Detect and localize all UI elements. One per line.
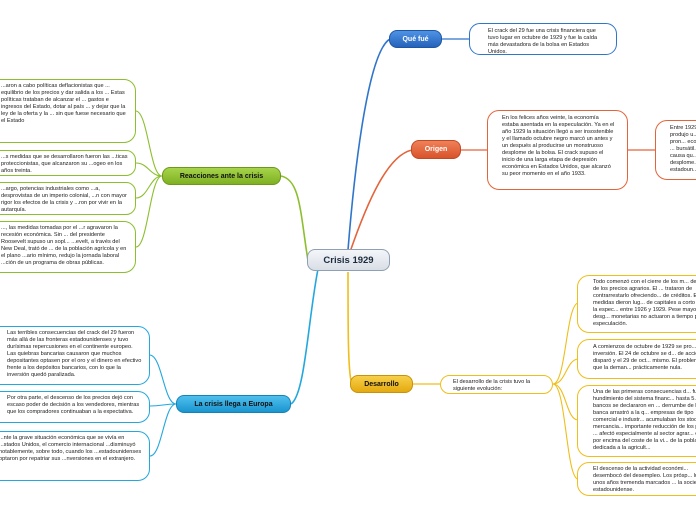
branch-europa[interactable]: La crisis llega a Europa	[176, 395, 291, 413]
desarrollo-summary-text: El desarrollo de la crisis tuvo la sigui…	[453, 379, 531, 392]
branch-origen-label: Origen	[424, 146, 448, 153]
desarrollo-detail-4[interactable]: El descenso de la actividad económi... d…	[577, 462, 696, 496]
origen-partial-text: Entre 1929 y ... produjo u... más pron..…	[670, 125, 696, 173]
origen-detail-text: En los felices años veinte, la economía …	[502, 115, 615, 177]
desarrollo-detail-2-text: A comienzos de octubre de 1929 se pro...…	[593, 344, 696, 371]
branch-origen[interactable]: Origen	[411, 140, 461, 159]
desarrollo-detail-3-text: Una de las primeras consecuencias d... f…	[593, 389, 696, 451]
branch-reacciones-label: Reacciones ante la crisis	[179, 172, 264, 180]
reacciones-detail-1-text: ...aron a cabo políticas deflacionistas …	[1, 83, 126, 124]
branch-reacciones[interactable]: Reacciones ante la crisis	[162, 167, 281, 185]
reacciones-detail-1[interactable]: ...aron a cabo políticas deflacionistas …	[0, 79, 136, 143]
origen-detail-partial[interactable]: Entre 1929 y ... produjo u... más pron..…	[655, 120, 696, 180]
europa-detail-1-text: Las terribles consecuencias del crack de…	[7, 330, 142, 378]
branch-que-fue-label: Qué fué	[402, 35, 429, 43]
europa-detail-1[interactable]: Las terribles consecuencias del crack de…	[0, 326, 150, 385]
desarrollo-detail-1-text: Todo comenzó con el cierre de los m... d…	[593, 279, 696, 327]
central-topic-label: Crisis 1929	[323, 254, 374, 266]
branch-desarrollo-label: Desarrollo	[364, 380, 399, 388]
branch-europa-label: La crisis llega a Europa	[194, 400, 273, 408]
origen-detail[interactable]: En los felices años veinte, la economía …	[487, 110, 628, 190]
desarrollo-detail-1[interactable]: Todo comenzó con el cierre de los m... d…	[577, 275, 696, 333]
europa-detail-2-text: Por otra parte, el descenso de los preci…	[7, 395, 140, 415]
desarrollo-detail-2[interactable]: A comienzos de octubre de 1929 se pro...…	[577, 339, 696, 379]
reacciones-detail-3[interactable]: ...argo, potencias industriales como ...…	[0, 182, 136, 215]
branch-desarrollo[interactable]: Desarrollo	[350, 375, 413, 393]
europa-detail-2[interactable]: Por otra parte, el descenso de los preci…	[0, 391, 150, 423]
que-fue-detail[interactable]: El crack del 29 fue una crisis financier…	[469, 23, 617, 55]
reacciones-detail-2[interactable]: ...s medidas que se desarrollaron fueron…	[0, 150, 136, 176]
central-topic[interactable]: Crisis 1929	[307, 249, 390, 271]
europa-detail-3-text: ...nte la grave situación económica que …	[0, 435, 142, 462]
reacciones-detail-4[interactable]: ..., las medidas tomadas por el ...r agr…	[0, 221, 136, 273]
reacciones-detail-2-text: ...s medidas que se desarrollaron fueron…	[1, 154, 128, 174]
reacciones-detail-4-text: ..., las medidas tomadas por el ...r agr…	[1, 225, 127, 266]
desarrollo-summary[interactable]: El desarrollo de la crisis tuvo la sigui…	[440, 375, 553, 394]
desarrollo-detail-4-text: El descenso de la actividad económi... d…	[593, 466, 696, 493]
branch-que-fue[interactable]: Qué fué	[389, 30, 442, 48]
desarrollo-detail-3[interactable]: Una de las primeras consecuencias d... f…	[577, 385, 696, 457]
europa-detail-3[interactable]: ...nte la grave situación económica que …	[0, 431, 150, 481]
que-fue-detail-text: El crack del 29 fue una crisis financier…	[488, 28, 598, 55]
reacciones-detail-3-text: ...argo, potencias industriales como ...…	[1, 186, 127, 213]
